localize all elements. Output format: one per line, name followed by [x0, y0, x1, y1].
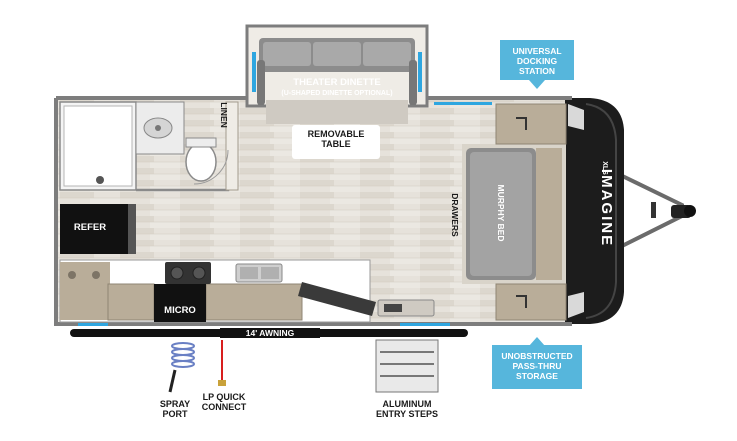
hitch-tongue: [609, 168, 696, 254]
lp-quick-connect-label: LP QUICK CONNECT: [201, 392, 247, 412]
murphy-bed-area: [462, 103, 567, 321]
spray-hose-graphic: [168, 342, 195, 393]
murphy-bed-label: MURPHY BED: [496, 184, 506, 242]
refer-label: REFER: [73, 222, 107, 233]
lp-line-graphic: [218, 340, 226, 386]
refrigerator: [60, 204, 136, 254]
entry-seating: [298, 282, 435, 317]
bathroom: [59, 101, 239, 192]
entry-steps-graphic: [375, 339, 439, 393]
drawers-label: DRAWERS: [450, 193, 460, 237]
dinette-note-label: (U-SHAPED DINETTE OPTIONAL): [281, 90, 393, 97]
universal-docking-station-callout: UNIVERSAL DOCKING STATION: [500, 40, 574, 80]
accent-lights: [78, 102, 492, 326]
spray-port-label: SPRAY PORT: [159, 399, 191, 419]
removable-table-label: REMOVABLE TABLE: [292, 125, 380, 159]
unobstructed-storage-callout: UNOBSTRUCTED PASS-THRU STORAGE: [492, 345, 582, 389]
awning-label: 14' AWNING: [220, 328, 320, 338]
linen-label: LINEN: [219, 102, 229, 128]
dinette-slide-out: [245, 24, 429, 124]
brand-sub-logo: XLS: [601, 161, 608, 175]
micro-label: MICRO: [164, 305, 196, 316]
aluminum-entry-steps-label: ALUMINUM ENTRY STEPS: [375, 399, 438, 419]
docking-callout-pointer: [529, 80, 545, 89]
kitchen-counter: [59, 259, 371, 323]
theater-dinette-label: THEATER DINETTE: [293, 77, 381, 88]
storage-callout-pointer: [529, 337, 545, 346]
front-cap: [565, 98, 624, 324]
